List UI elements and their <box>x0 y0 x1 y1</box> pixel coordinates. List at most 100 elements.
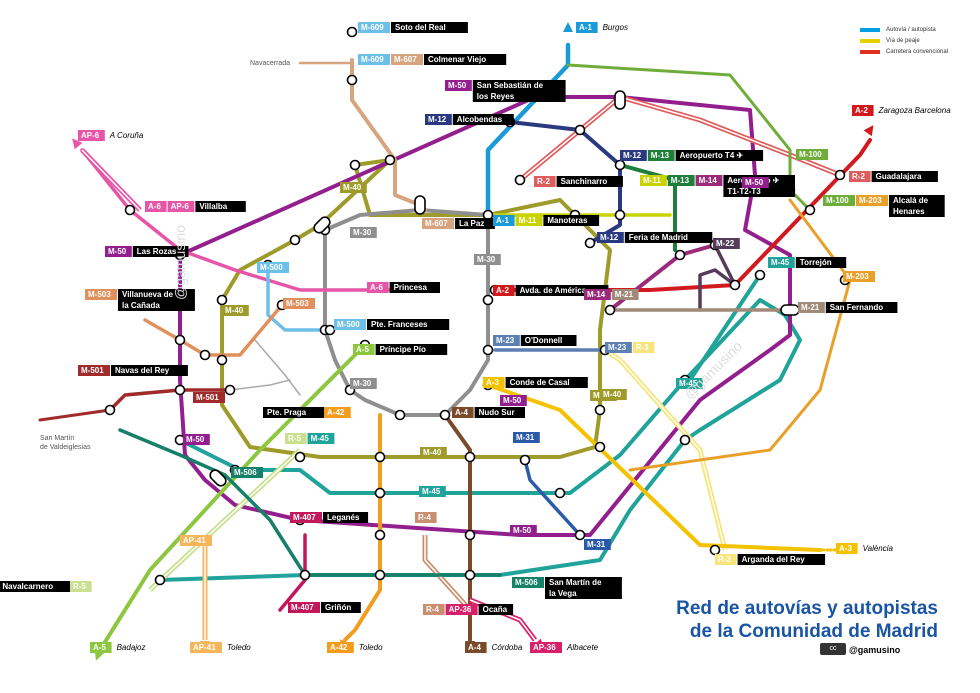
route-badge <box>78 130 105 141</box>
label-text: Manoteras <box>547 216 588 225</box>
route-badge-text: A-1 <box>579 23 592 32</box>
label-box <box>0 581 70 592</box>
road-label: M-40 <box>420 447 447 458</box>
interchange-node <box>574 124 586 136</box>
m30-road <box>323 208 490 417</box>
legend-item-convencional: Carretera convencional <box>860 46 948 57</box>
interchange-node <box>324 324 336 336</box>
road-label: AP-41 <box>180 535 212 546</box>
route-badge <box>307 433 335 444</box>
route-badge-text: M-45 <box>422 487 441 496</box>
label-box <box>389 282 440 293</box>
a6-road <box>80 148 417 292</box>
route-badge-text: M-50 <box>448 81 467 90</box>
interchange-node <box>374 569 386 581</box>
m513-road <box>254 339 301 396</box>
route-badge-text: M-12 <box>623 151 642 160</box>
route-badge <box>193 392 225 403</box>
route-badge <box>493 335 520 346</box>
route-badge-text: M-14 <box>699 176 718 185</box>
major-interchange <box>313 216 331 234</box>
place-name-line: San Martín <box>40 435 74 442</box>
arrow-head <box>863 125 874 137</box>
route-badge-text: AP-36 <box>533 643 556 652</box>
road-label: AP-6 A Coruña <box>78 130 144 141</box>
route-badge <box>676 378 703 389</box>
interchange-node <box>614 159 626 171</box>
interchange-node <box>614 209 626 221</box>
interchange-node <box>374 451 386 463</box>
route-badge-text: AP-6 <box>81 131 100 140</box>
interchange-node <box>384 154 396 166</box>
label-text: O'Donnell <box>525 336 562 345</box>
route-badge <box>415 512 437 523</box>
route-badge <box>513 432 540 443</box>
r2-road-outer <box>518 94 841 182</box>
interchange-node <box>519 454 531 466</box>
route-badge-text: M-50 <box>513 526 532 535</box>
label-text: Colmenar Viejo <box>428 55 486 64</box>
route-badge-text: M-40 <box>603 390 622 399</box>
route-badge-text: M-407 <box>291 603 314 612</box>
label-box <box>321 602 361 613</box>
route-badge-text: M-40 <box>343 183 362 192</box>
label-text: Navas del Rey <box>115 366 170 375</box>
route-badge <box>78 365 110 376</box>
label-box <box>515 285 609 296</box>
label-box <box>543 215 600 226</box>
interchange-node <box>594 441 606 453</box>
label-text: Torrejón <box>800 258 832 267</box>
interchange-pill <box>313 216 331 234</box>
interchange-node <box>674 249 686 261</box>
route-badge-text: M-500 <box>337 320 360 329</box>
route-badge-text: M-23 <box>608 343 627 352</box>
route-badge <box>849 171 871 182</box>
route-badge <box>391 54 423 65</box>
route-badge-text: M-503 <box>286 299 309 308</box>
route-badge-text: M-31 <box>587 540 606 549</box>
destination-text: A Coruña <box>109 131 144 140</box>
title-line-2: de la Comunidad de Madrid <box>689 621 938 642</box>
route-badge <box>493 285 515 296</box>
arrow-head <box>563 22 573 32</box>
route-badge <box>350 378 377 389</box>
route-badge-text: M-50 <box>186 435 205 444</box>
label-text: Henares <box>893 207 925 216</box>
m45-road <box>158 298 802 582</box>
route-badge-text: M-500 <box>260 263 283 272</box>
label-box <box>556 176 623 187</box>
route-badge-text: M-50 <box>108 247 127 256</box>
interchange-pill <box>209 469 227 487</box>
route-badge <box>231 467 263 478</box>
label-text: San Sebastián de <box>477 81 544 90</box>
route-badge-text: A-3 <box>839 544 852 553</box>
route-badge <box>419 486 446 497</box>
label-box <box>424 54 507 65</box>
m45b-road <box>688 273 762 382</box>
interchange-node <box>346 74 358 86</box>
label-box <box>118 289 195 311</box>
route-badge-text: M-11 <box>643 176 661 185</box>
route-badge <box>500 395 527 406</box>
route-badge <box>145 201 167 212</box>
route-badge <box>493 215 515 226</box>
interchange-node <box>584 237 596 249</box>
route-badge <box>796 149 828 160</box>
route-badge-text: R-3 <box>636 343 649 352</box>
route-badge <box>798 302 825 313</box>
label-box <box>391 22 468 33</box>
route-badge-text: R-5 <box>73 582 86 591</box>
route-badge <box>713 238 740 249</box>
interchange-node <box>439 409 451 421</box>
route-badge-text: M-607 <box>394 55 417 64</box>
